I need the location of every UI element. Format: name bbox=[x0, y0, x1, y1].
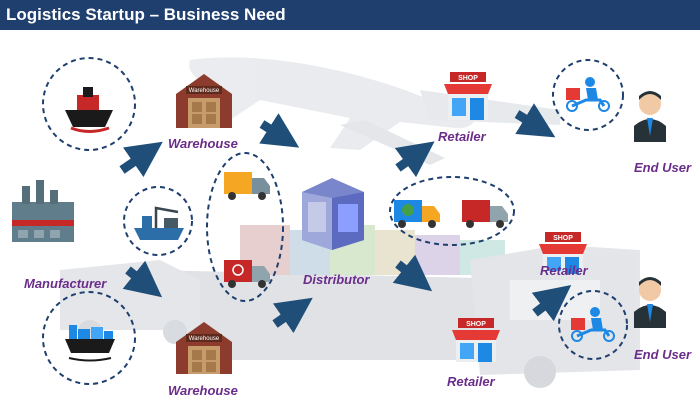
label-warehouse-top: Warehouse bbox=[168, 136, 238, 151]
shop-icon-top: SHOP bbox=[444, 72, 492, 120]
delivery-truck-icon-orange bbox=[224, 172, 270, 200]
label-retailer-mid: Retailer bbox=[540, 263, 588, 278]
container-ship-circle bbox=[42, 291, 136, 385]
airplane-background bbox=[189, 57, 560, 165]
businessman-icon-bottom bbox=[634, 277, 666, 328]
truck-pair-circle-right bbox=[389, 176, 515, 246]
label-distributor: Distributor bbox=[303, 272, 370, 287]
arrow-retailer-to-enduser-bottom bbox=[531, 284, 572, 322]
scooter-delivery-icon-top bbox=[566, 77, 610, 112]
crane-ship-icon bbox=[134, 206, 184, 240]
arrow-distributor-to-retailer-bottom bbox=[392, 254, 433, 292]
warehouse-icon-bottom: Warehouse bbox=[176, 322, 232, 374]
shop-icon-mid: SHOP bbox=[539, 232, 587, 274]
arrow-manufacturer-to-warehouse-bottom bbox=[122, 260, 163, 298]
delivery-truck-icon-red bbox=[224, 260, 270, 288]
label-end-user-top: End User bbox=[634, 160, 692, 175]
shop-sign-mid: SHOP bbox=[553, 235, 573, 242]
arrow-warehouse-to-distributor bbox=[259, 113, 300, 148]
scooter-delivery-icon-bottom bbox=[571, 307, 615, 342]
label-end-user-bottom: End User bbox=[634, 347, 692, 362]
scooter-circle-top bbox=[552, 59, 624, 131]
warehouse-icon-top: Warehouse bbox=[176, 74, 232, 128]
cargo-ship-icon bbox=[65, 87, 113, 133]
scooter-circle-bottom bbox=[558, 290, 628, 360]
page-title: Logistics Startup – Business Need bbox=[0, 0, 700, 30]
truck-pair-circle-left bbox=[206, 152, 284, 302]
delivery-truck-icon-green bbox=[394, 200, 440, 228]
distributor-building-icon bbox=[302, 178, 364, 250]
crane-ship-circle bbox=[123, 186, 193, 256]
businessman-icon-top bbox=[634, 91, 666, 142]
shop-sign-top: SHOP bbox=[458, 75, 478, 82]
arrow-manufacturer-to-warehouse bbox=[119, 141, 163, 178]
logistics-diagram: Warehouse Warehouse bbox=[0, 30, 700, 402]
arrow-distributor-to-retailer-top bbox=[394, 141, 435, 178]
factory-icon bbox=[12, 180, 74, 242]
warehouse-sign-top: Warehouse bbox=[189, 88, 220, 94]
warehouse-sign-bottom: Warehouse bbox=[189, 336, 220, 342]
arrow-retailer-to-enduser-top bbox=[514, 103, 556, 138]
label-retailer-bottom: Retailer bbox=[447, 374, 495, 389]
delivery-truck-icon-red-right bbox=[462, 200, 508, 228]
shop-sign-bottom: SHOP bbox=[466, 321, 486, 328]
cargo-ship-circle bbox=[42, 57, 136, 151]
container-ship-icon bbox=[65, 325, 115, 362]
arrow-warehouse-bottom-to-distributor bbox=[272, 297, 313, 334]
label-warehouse-bottom: Warehouse bbox=[168, 383, 238, 398]
shop-icon-bottom: SHOP bbox=[452, 318, 500, 362]
label-retailer-top: Retailer bbox=[438, 129, 486, 144]
label-manufacturer: Manufacturer bbox=[24, 276, 107, 291]
